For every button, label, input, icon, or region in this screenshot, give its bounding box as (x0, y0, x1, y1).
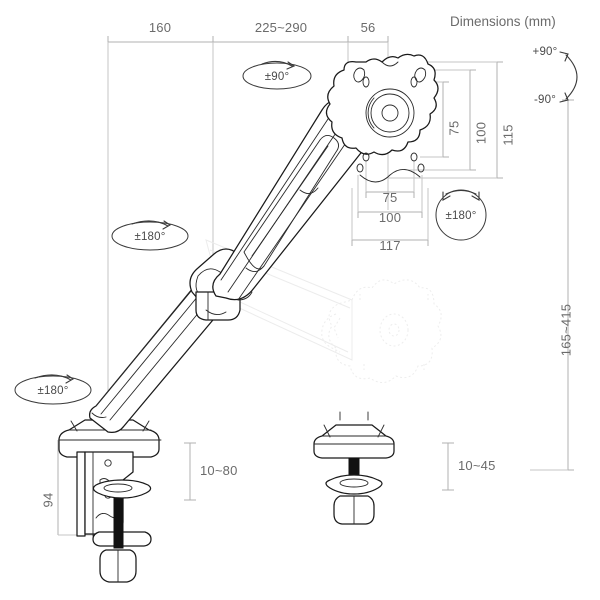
rotation-label-screen-rotation: ±180° (445, 210, 477, 222)
dimension-label-plate-width: 117 (379, 238, 401, 253)
rotation-label-arm-joint-swivel: ±180° (134, 231, 166, 243)
dimension-label-vesa-100-height: 100 (473, 121, 489, 145)
dimension-label-vesa-100-width: 100 (378, 210, 402, 225)
dimension-label-plate-height: 115 (500, 124, 516, 146)
rotation-label-head-swivel: ±90° (264, 71, 290, 83)
desk-clamp-base (58, 412, 162, 583)
rotation-label-base-swivel: ±180° (37, 385, 69, 397)
dimension-label-grommet-thickness: 10~45 (458, 458, 496, 473)
dimension-label-clamp-depth: 94 (40, 492, 56, 508)
rotation-label-tilt-minus: -90° (533, 94, 557, 106)
dimension-label-height-range: 165~415 (558, 303, 574, 357)
dimension-label-arm-segment-1: 160 (148, 20, 172, 35)
rotation-label-tilt-plus: +90° (532, 46, 558, 58)
grommet-mount (313, 411, 395, 525)
vesa-plate (325, 53, 439, 183)
dimension-label-arm-segment-2: 225~290 (254, 20, 308, 35)
diagram-title: Dimensions (mm) (450, 14, 556, 29)
dimension-label-clamp-thickness: 10~80 (200, 463, 238, 478)
dimension-label-vesa-75-width: 75 (382, 190, 398, 205)
dimension-label-vesa-75-height: 75 (446, 120, 462, 136)
dimension-label-bracket-depth: 56 (360, 20, 376, 35)
